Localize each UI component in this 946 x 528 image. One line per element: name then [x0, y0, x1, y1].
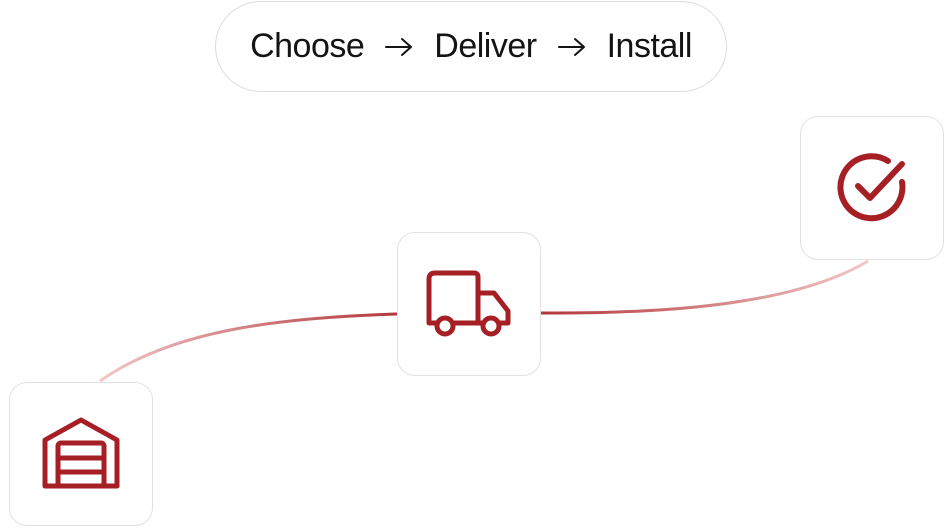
step-deliver-label: Deliver [434, 27, 537, 65]
arrow-right-icon [384, 36, 414, 58]
deliver-step-card [397, 232, 541, 376]
step-install-label: Install [606, 27, 693, 65]
check-circle-icon [832, 148, 912, 228]
delivery-truck-icon [424, 267, 514, 341]
connector-segment-choose-deliver [99, 312, 398, 383]
connector-segment-deliver-install [540, 259, 869, 315]
choose-step-card [9, 382, 153, 526]
install-step-card [800, 116, 944, 260]
steps-pill: Choose Deliver Install [215, 1, 727, 92]
garage-door-icon [41, 416, 121, 492]
arrow-right-icon [557, 36, 587, 58]
step-choose-label: Choose [250, 27, 365, 65]
